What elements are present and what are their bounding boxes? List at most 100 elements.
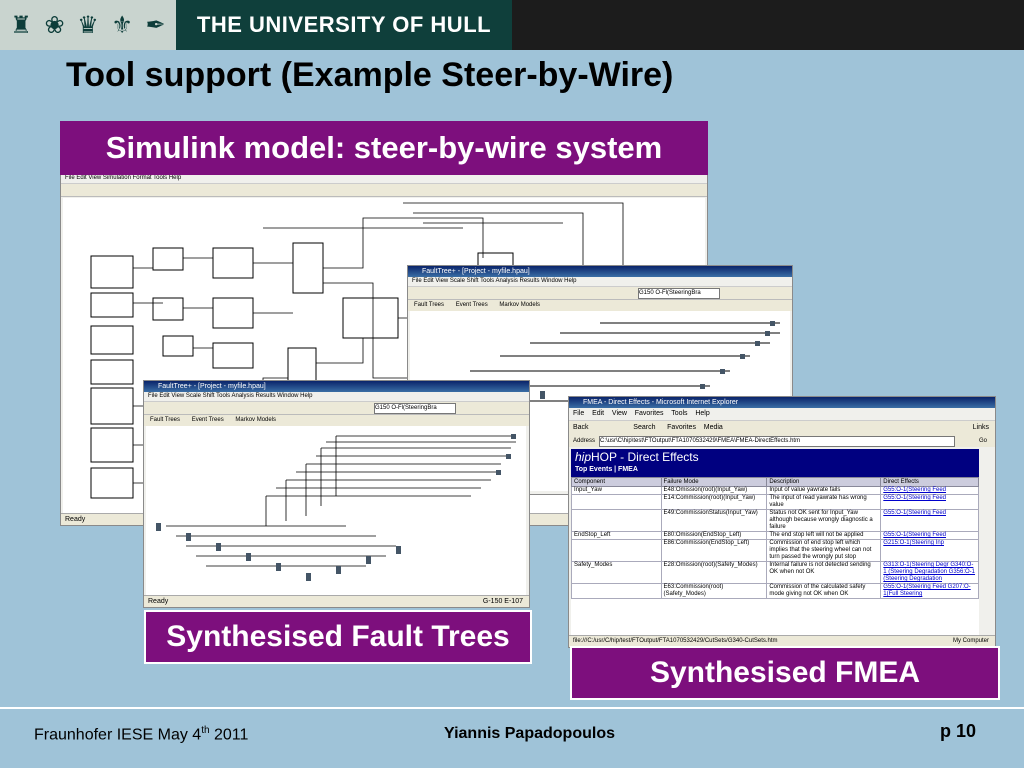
fmea-page-title: hipHOP - Direct Effects (575, 449, 979, 465)
menu-file[interactable]: File (573, 410, 585, 417)
fault-trees-label: Synthesised Fault Trees (144, 610, 532, 664)
col-direct-effects: Direct Effects (880, 477, 979, 487)
menu-view[interactable]: View (611, 410, 627, 417)
ft-back-combo[interactable]: G150 O-Fl(SteeringBra (638, 288, 720, 299)
ft-front-menu: File Edit View Scale Shift Tools Analysi… (144, 392, 529, 402)
fmea-label: Synthesised FMEA (570, 646, 1000, 700)
cell-failure-mode: E14:Commission(root)(Input_Yaw) (660, 494, 768, 510)
ie-status: file:///C:/usr/C/hip/test/FTOutput/FTA10… (569, 635, 995, 647)
col-failure-mode: Failure Mode (660, 477, 768, 487)
tab-event-trees[interactable]: Event Trees (455, 302, 488, 308)
cell-direct-effects-link[interactable]: G55:O-1(Steering Feed (880, 531, 979, 540)
cell-description: Input of value yawrate fails (766, 486, 882, 495)
footer-event-sup: th (201, 725, 210, 736)
cell-failure-mode: E49:CommissionStatus(Input_Yaw) (660, 509, 768, 532)
cell-failure-mode: E48:Omission(root)(Input_Yaw) (660, 486, 768, 495)
cell-failure-mode: E28:Omission(root)(Safety_Modes) (660, 561, 768, 584)
tab-markov-models[interactable]: Markov Models (235, 417, 277, 423)
ft-front-titlebar: FaultTree+ - [Project - myfile.hpau] (144, 381, 529, 392)
fmea-nav[interactable]: Top Events | FMEA (575, 466, 638, 473)
ft-front-combo[interactable]: G150 O-Fl(SteeringBra (374, 403, 456, 414)
cell-component: EndStop_Left (571, 531, 662, 540)
page-number: p 10 (940, 721, 977, 741)
menu-edit[interactable]: Edit (592, 410, 605, 417)
bird-icon: ✒ (145, 11, 166, 39)
media-button[interactable]: Media (703, 424, 723, 431)
menu-help[interactable]: Help (695, 410, 710, 417)
cell-description: Commission of the calculated safety mode… (766, 583, 882, 599)
footer-divider (0, 707, 1024, 709)
footer-event: Fraunhofer IESE May 4th 2011 (34, 725, 248, 744)
table-row: E14:Commission(root)(Input_Yaw)The input… (571, 494, 979, 510)
menu-tools[interactable]: Tools (671, 410, 688, 417)
fleur-de-lis-icon: ⚜ (111, 11, 133, 39)
cell-failure-mode: E80:Omission(EndStop_Left) (660, 531, 768, 540)
col-component: Component (571, 477, 662, 487)
fmea-table: Component Failure Mode Description Direc… (571, 477, 979, 599)
ie-menu: File Edit View Favorites Tools Help (569, 408, 995, 421)
cell-component (571, 494, 662, 510)
crown-icon: ♛ (77, 11, 99, 39)
cell-description: Internal failure is not detected sending… (766, 561, 882, 584)
ie-toolbar: Back Search Favorites Media Links (569, 421, 995, 435)
ie-status-zone: My Computer (948, 636, 989, 647)
go-button[interactable]: Go (978, 438, 987, 444)
back-button[interactable]: Back (573, 424, 589, 431)
ft-back-toolbar[interactable]: G150 O-Fl(SteeringBra (408, 287, 792, 300)
ft-back-titlebar: FaultTree+ - [Project - myfile.hpau] (408, 266, 792, 277)
ft-front-canvas[interactable] (146, 426, 526, 596)
fmea-title-rest: HOP - Direct Effects (591, 450, 699, 464)
links-button[interactable]: Links (972, 424, 989, 431)
table-row: E86:Commission(EndStop_Left)Commission o… (571, 539, 979, 562)
simulink-menu: File Edit View Simulation Format Tools H… (61, 174, 707, 184)
cell-direct-effects-link[interactable]: G55:O-1(Steering Feed G207:O-1(Full Stee… (880, 583, 979, 599)
slide-title: Tool support (Example Steer-by-Wire) (66, 56, 674, 94)
cell-direct-effects-link[interactable]: G313:O-1(Steering Degr G340:O-1 (Steerin… (880, 561, 979, 584)
university-name: THE UNIVERSITY OF HULL (176, 0, 512, 50)
ft-front-status-right: G-150 E-107 (482, 598, 523, 605)
heraldic-icon: ♜ (10, 11, 32, 39)
cell-description: Status not OK sent for Input_Yaw althoug… (766, 509, 882, 532)
simulink-label: Simulink model: steer-by-wire system (60, 121, 708, 175)
cell-direct-effects-link[interactable]: G55:O-1(Steering Feed (880, 509, 979, 532)
fmea-title-hip: hip (575, 450, 592, 464)
cell-direct-effects-link[interactable]: G55:O-1(Steering Feed (880, 486, 979, 495)
cell-direct-effects-link[interactable]: G215:O-1(Steering Inp (880, 539, 979, 562)
ie-status-text: file:///C:/usr/C/hip/test/FTOutput/FTA10… (573, 638, 778, 644)
footer-event-year: 2011 (209, 726, 249, 744)
table-row: E49:CommissionStatus(Input_Yaw)Status no… (571, 509, 979, 532)
footer-event-text: Fraunhofer IESE May 4 (34, 726, 202, 744)
col-description: Description (766, 477, 882, 487)
cell-failure-mode: E63:Commission(root)(Safety_Modes) (660, 583, 768, 599)
cell-component (571, 539, 662, 562)
tab-fault-trees[interactable]: Fault Trees (414, 302, 445, 308)
fault-tree-window-front: FaultTree+ - [Project - myfile.hpau] Fil… (143, 380, 530, 608)
cell-component (571, 583, 662, 599)
cell-component: Input_Yaw (571, 486, 662, 495)
ie-window: FMEA - Direct Effects - Microsoft Intern… (568, 396, 996, 648)
simulink-toolbar[interactable] (61, 184, 707, 197)
tab-markov-models[interactable]: Markov Models (499, 302, 541, 308)
tab-fault-trees[interactable]: Fault Trees (150, 417, 181, 423)
address-label: Address (573, 438, 596, 444)
fmea-header: hipHOP - Direct Effects Top Events | FME… (571, 449, 979, 477)
ie-address-bar: Address C:\usr\C\hip\test\FTOutput\FTA10… (569, 435, 995, 447)
ft-back-menu: File Edit View Scale Shift Tools Analysi… (408, 277, 792, 287)
menu-favorites[interactable]: Favorites (634, 410, 664, 417)
ft-front-diagram (156, 434, 516, 581)
ft-front-toolbar[interactable]: G150 O-Fl(SteeringBra (144, 402, 529, 415)
search-button[interactable]: Search (633, 424, 656, 431)
address-input[interactable]: C:\usr\C\hip\test\FTOutput\FTA1070532429… (599, 436, 955, 447)
cell-component: Safety_Modes (571, 561, 662, 584)
cell-direct-effects-link[interactable]: G55:O-1(Steering Feed (880, 494, 979, 510)
ie-titlebar: FMEA - Direct Effects - Microsoft Intern… (569, 397, 995, 408)
favorites-button[interactable]: Favorites (667, 424, 696, 431)
cell-failure-mode: E86:Commission(EndStop_Left) (660, 539, 768, 562)
fmea-page: hipHOP - Direct Effects Top Events | FME… (571, 449, 979, 635)
tab-event-trees[interactable]: Event Trees (191, 417, 224, 423)
ft-back-tabs: Fault Trees Event Trees Markov Models (408, 300, 792, 311)
table-row: E63:Commission(root)(Safety_Modes)Commis… (571, 583, 979, 599)
